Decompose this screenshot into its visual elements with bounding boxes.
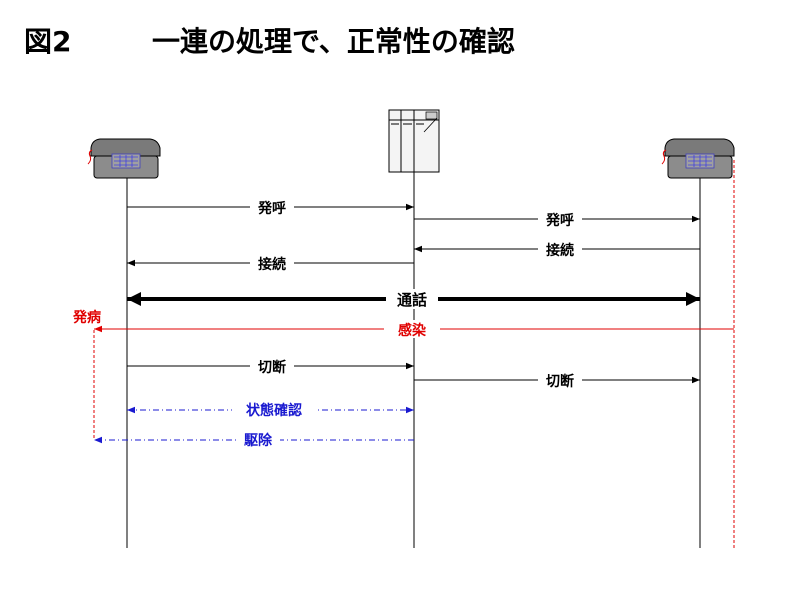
call-label-1: 発呼	[257, 200, 286, 217]
call-label-2: 発呼	[545, 212, 574, 229]
right-telephone-icon	[661, 138, 735, 179]
infection-label: 感染	[398, 322, 427, 339]
left-telephone-icon	[87, 138, 161, 179]
talk-label: 通話	[397, 291, 427, 309]
disconnect-label-1: 切断	[258, 359, 286, 376]
figure-number: 図2	[24, 25, 72, 58]
onset-label: 発病	[72, 309, 101, 326]
server-rack-icon	[388, 109, 440, 173]
removal-label: 駆除	[244, 432, 273, 449]
disconnect-label-2: 切断	[546, 373, 574, 390]
status-check-label: 状態確認	[246, 402, 302, 419]
figure-title: 図2 一連の処理で、正常性の確認	[24, 20, 515, 60]
figure-title-text: 一連の処理で、正常性の確認	[152, 25, 515, 58]
connect-label-1: 接続	[258, 256, 286, 273]
connect-label-2: 接続	[546, 242, 574, 259]
